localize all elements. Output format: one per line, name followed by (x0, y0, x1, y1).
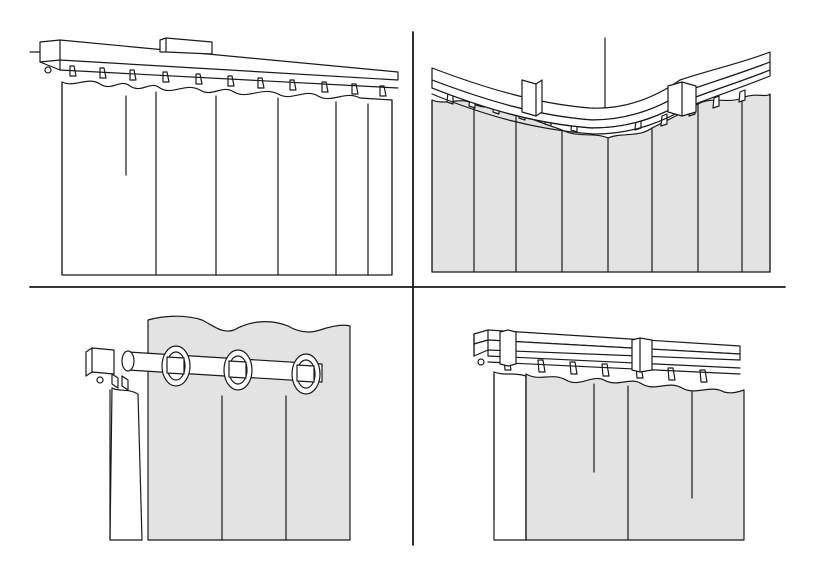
straight-track-rail (29, 39, 399, 89)
panel-double-track (473, 329, 745, 541)
panel-straight-track (29, 37, 399, 276)
double-track-brackets (499, 329, 653, 373)
wall-bracket (159, 37, 213, 55)
curved-track-brackets (521, 79, 697, 117)
double-track-rails (473, 329, 741, 375)
white-back-curtain (109, 387, 143, 541)
curved-track-rail (431, 51, 771, 135)
grey-front-layer (525, 373, 745, 541)
pole-end-bracket (85, 347, 129, 391)
pole-through-eyelets (166, 356, 315, 383)
panel-dividers (29, 31, 786, 546)
white-pleated-curtain (61, 80, 393, 276)
panel-curved-bay-track (431, 37, 771, 273)
white-back-layer (493, 371, 527, 541)
panel-eyelet-curtain (85, 315, 351, 541)
track-gliders (69, 65, 387, 97)
